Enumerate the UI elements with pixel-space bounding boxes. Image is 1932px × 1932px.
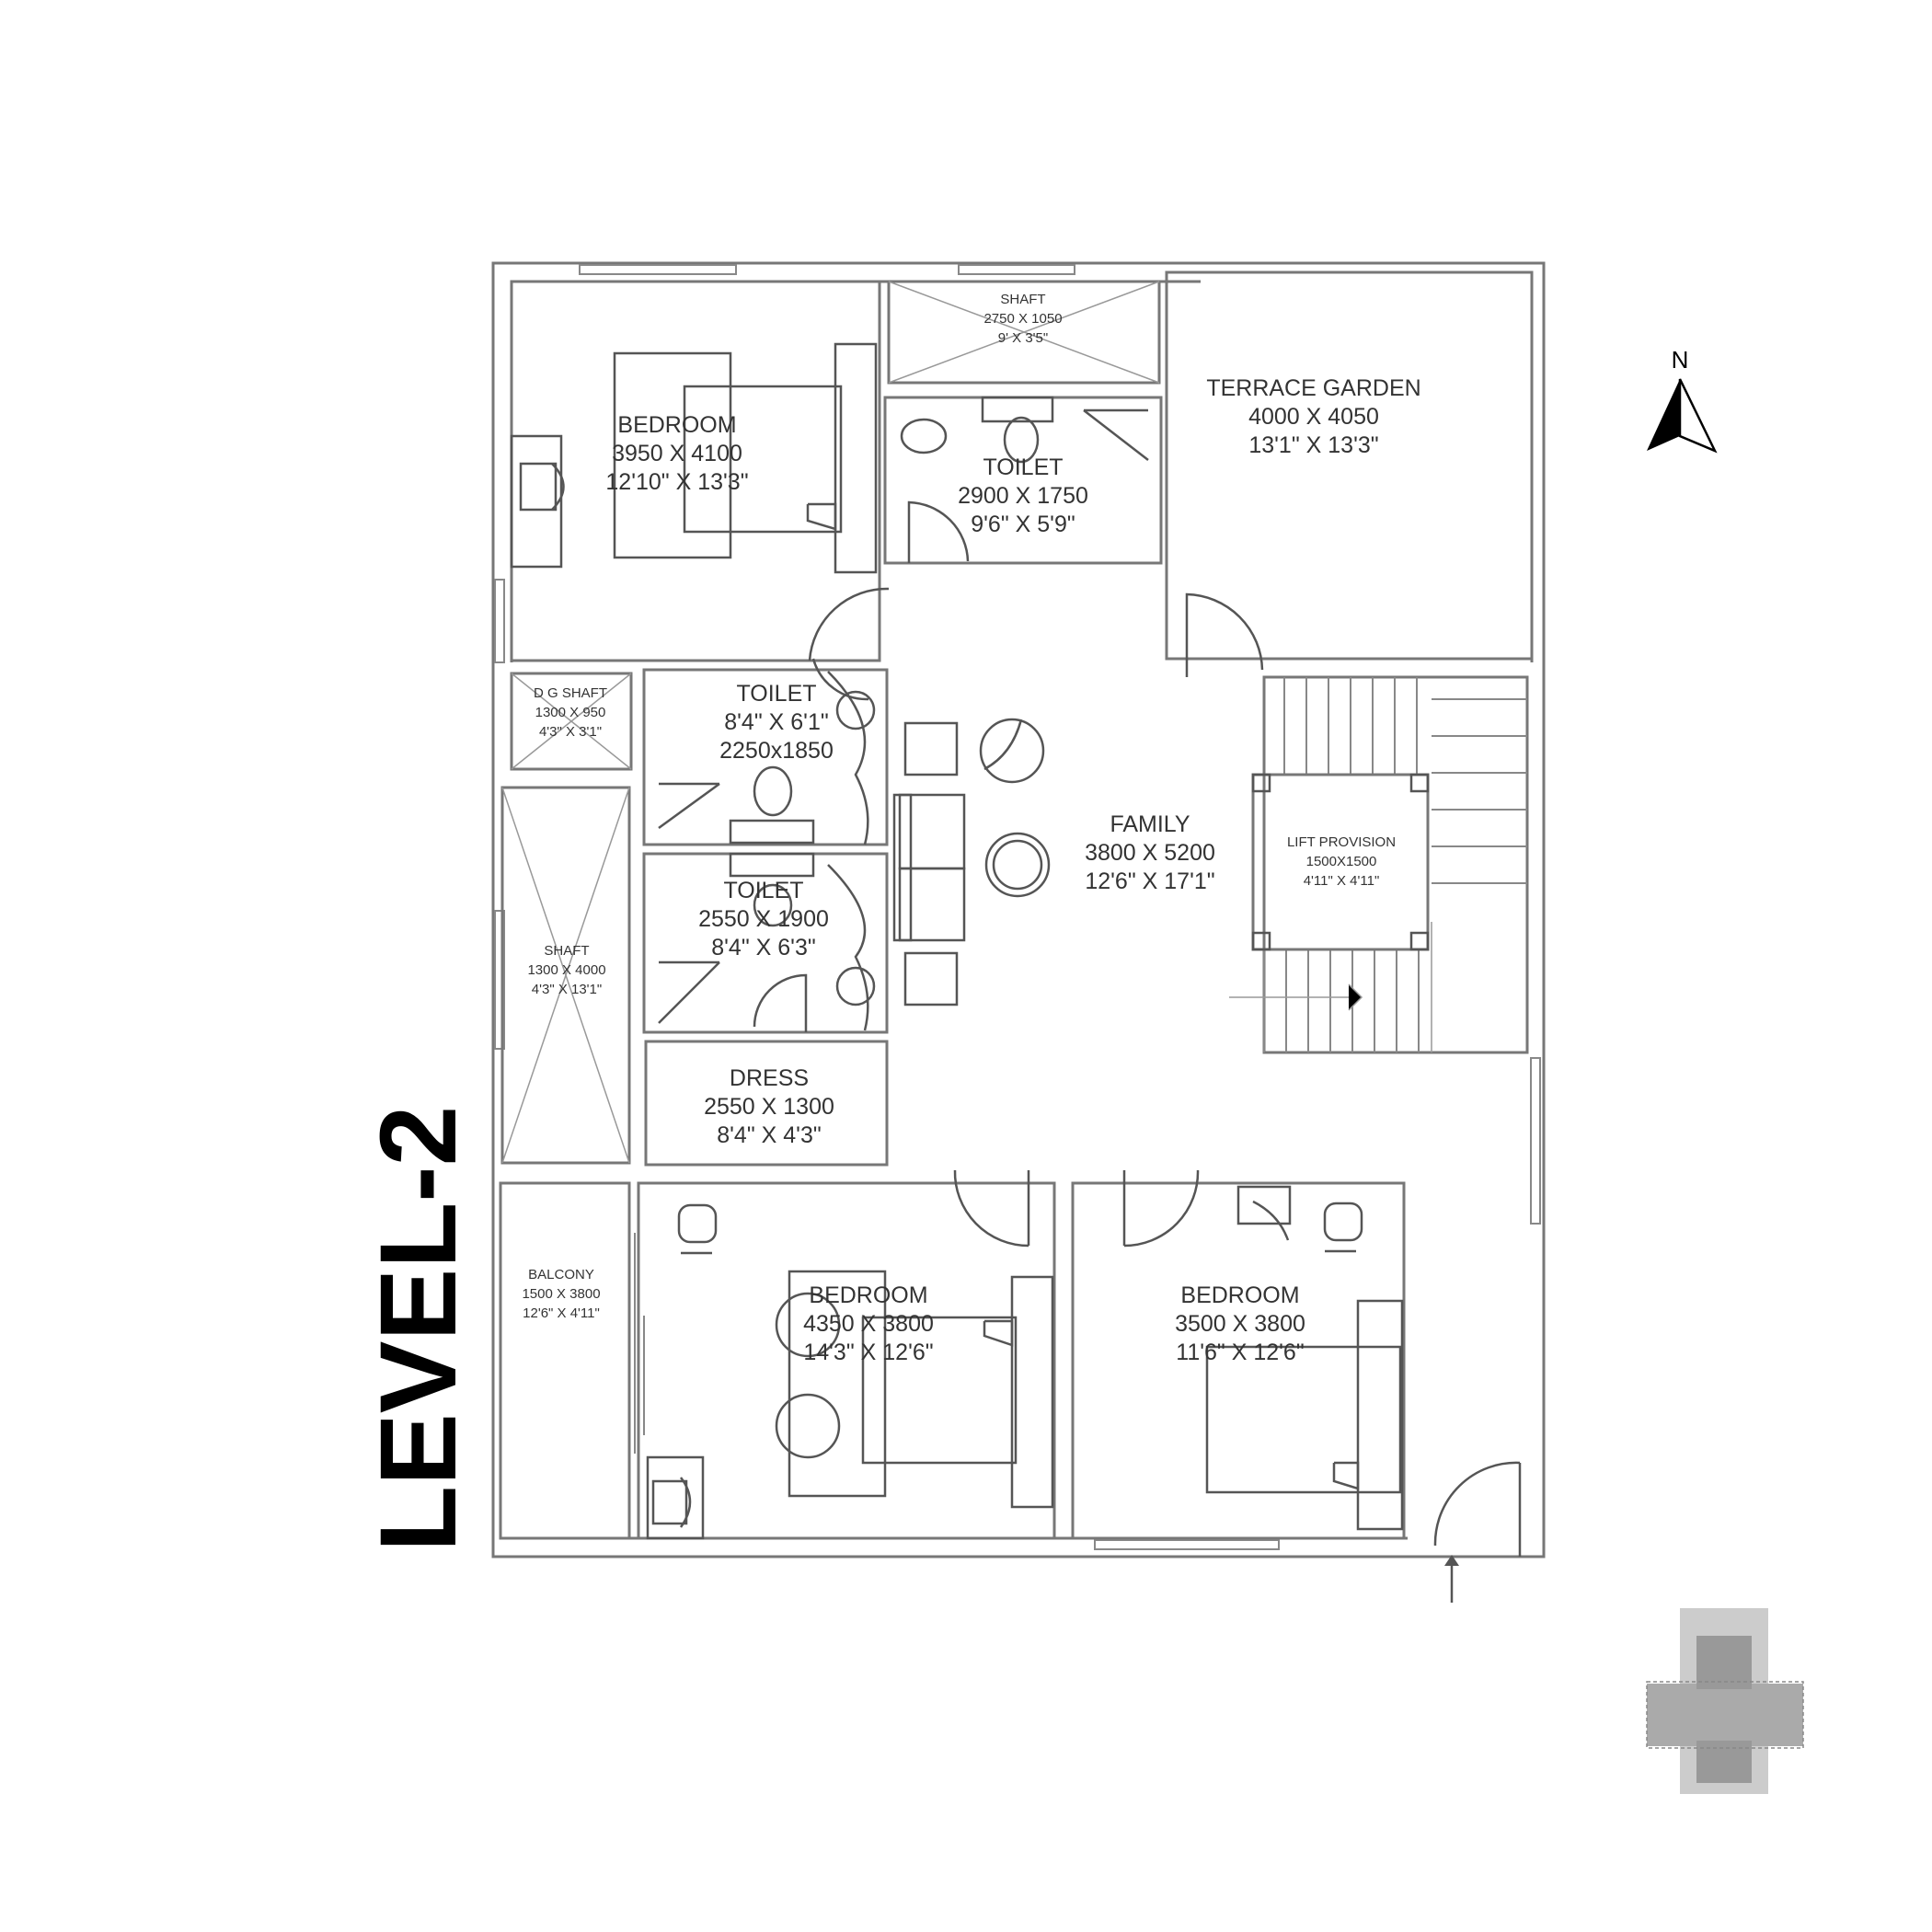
toilet-top (883, 396, 1163, 565)
room-labels: BEDROOM 3950 X 4100 12'10" X 13'3" SHAFT 275… (522, 292, 1420, 1365)
windows (494, 264, 1541, 1550)
room-label-line: FAMILY (1110, 811, 1190, 837)
room-label-line: 8'4" X 6'1" (724, 709, 828, 735)
room-label-line: BEDROOM (809, 1282, 927, 1308)
room-label-shaft-left: SHAFT 1300 X 4000 4'3" X 13'1" (527, 943, 605, 997)
room-label-line: 2900 X 1750 (958, 483, 1088, 509)
room-label-line: D G SHAFT (534, 685, 607, 701)
brand-logo (1646, 1608, 1804, 1794)
room-label-line: 4350 X 3800 (803, 1311, 934, 1337)
room-label-line: TOILET (983, 454, 1063, 480)
room-label-line: 4'11" X 4'11" (1304, 873, 1380, 889)
bedroom-se (1071, 1169, 1522, 1557)
room-label-line: 2550 X 1900 (698, 906, 829, 932)
room-label-line: TOILET (723, 878, 803, 903)
room-label-line: SHAFT (1000, 292, 1045, 307)
room-label-line: 4'3" X 3'1" (539, 724, 602, 740)
room-label-line: 12'6" X 4'11" (523, 1305, 600, 1321)
bedroom-sw (637, 1169, 1056, 1540)
room-label-line: 14'3" X 12'6" (803, 1340, 933, 1365)
lift-provision (1251, 773, 1430, 951)
terrace-garden (1165, 270, 1534, 677)
room-label-line: TERRACE GARDEN (1206, 375, 1420, 401)
shaft-left (500, 786, 631, 1165)
room-label-line: 1500X1500 (1306, 854, 1377, 869)
room-label-toilet-mid2: TOILET 2550 X 1900 8'4" X 6'3" (698, 878, 829, 960)
room-label-line: 1500 X 3800 (522, 1286, 600, 1302)
room-label-line: 1300 X 4000 (527, 962, 605, 978)
room-label-line: DRESS (730, 1065, 809, 1091)
room-label-toilet-top: TOILET 2900 X 1750 9'6" X 5'9" (958, 454, 1088, 537)
room-label-line: 12'6" X 17'1" (1085, 868, 1214, 894)
dress (644, 1040, 889, 1167)
room-label-line: 3500 X 3800 (1175, 1311, 1305, 1337)
bedroom-nw (510, 280, 881, 662)
toilet-mid-lower (642, 852, 889, 1034)
room-label-line: 2750 X 1050 (983, 311, 1062, 327)
entrance-arrow-icon (1444, 1555, 1459, 1603)
room-label-line: 12'10" X 13'3" (605, 469, 748, 495)
room-label-bedroom-nw: BEDROOM 3950 X 4100 12'10" X 13'3" (605, 412, 748, 495)
room-label-line: LIFT PROVISION (1287, 834, 1396, 850)
room-label-line: 3950 X 4100 (612, 441, 742, 466)
north-arrow-icon (1647, 378, 1718, 454)
room-label-line: 8'4" X 4'3" (717, 1122, 821, 1148)
stairs (1229, 675, 1529, 1054)
room-label-shaft-top: SHAFT 2750 X 1050 9' X 3'5" (983, 292, 1062, 346)
room-label-bedroom-se: BEDROOM 3500 X 3800 11'6" X 12'6" (1175, 1282, 1305, 1365)
room-label-line: 2550 X 1300 (704, 1094, 834, 1120)
room-label-line: 1300 X 950 (535, 705, 606, 720)
room-label-line: 13'1" X 13'3" (1248, 432, 1378, 458)
level-title: LEVEL-2 (358, 1106, 479, 1552)
room-label-line: 4'3" X 13'1" (532, 982, 602, 997)
room-label-lift: LIFT PROVISION 1500X1500 4'11" X 4'11" (1287, 834, 1396, 889)
room-label-line: 3800 X 5200 (1085, 840, 1215, 866)
room-label-line: 2250x1850 (719, 738, 834, 764)
family (808, 587, 1051, 1006)
room-label-line: SHAFT (544, 943, 589, 959)
room-label-balcony: BALCONY 1500 X 3800 12'6" X 4'11" (522, 1267, 600, 1321)
room-label-bedroom-sw: BEDROOM 4350 X 3800 14'3" X 12'6" (803, 1282, 934, 1365)
room-label-line: 9'6" X 5'9" (971, 512, 1075, 537)
room-label-line: 4000 X 4050 (1248, 404, 1379, 430)
room-label-line: BEDROOM (1180, 1282, 1299, 1308)
room-label-line: 11'6" X 12'6" (1176, 1340, 1304, 1365)
shaft-top (887, 280, 1161, 385)
room-label-line: TOILET (736, 681, 816, 707)
room-label-line: BEDROOM (617, 412, 736, 438)
balcony (499, 1181, 645, 1540)
room-label-line: 8'4" X 6'3" (711, 935, 815, 960)
north-label: N (1672, 346, 1689, 374)
room-label-dg-shaft: D G SHAFT 1300 X 950 4'3" X 3'1" (534, 685, 607, 740)
room-label-line: 9' X 3'5" (998, 330, 1048, 346)
dg-shaft (510, 672, 633, 771)
toilet-mid-upper (642, 658, 889, 846)
room-label-line: BALCONY (528, 1267, 594, 1282)
